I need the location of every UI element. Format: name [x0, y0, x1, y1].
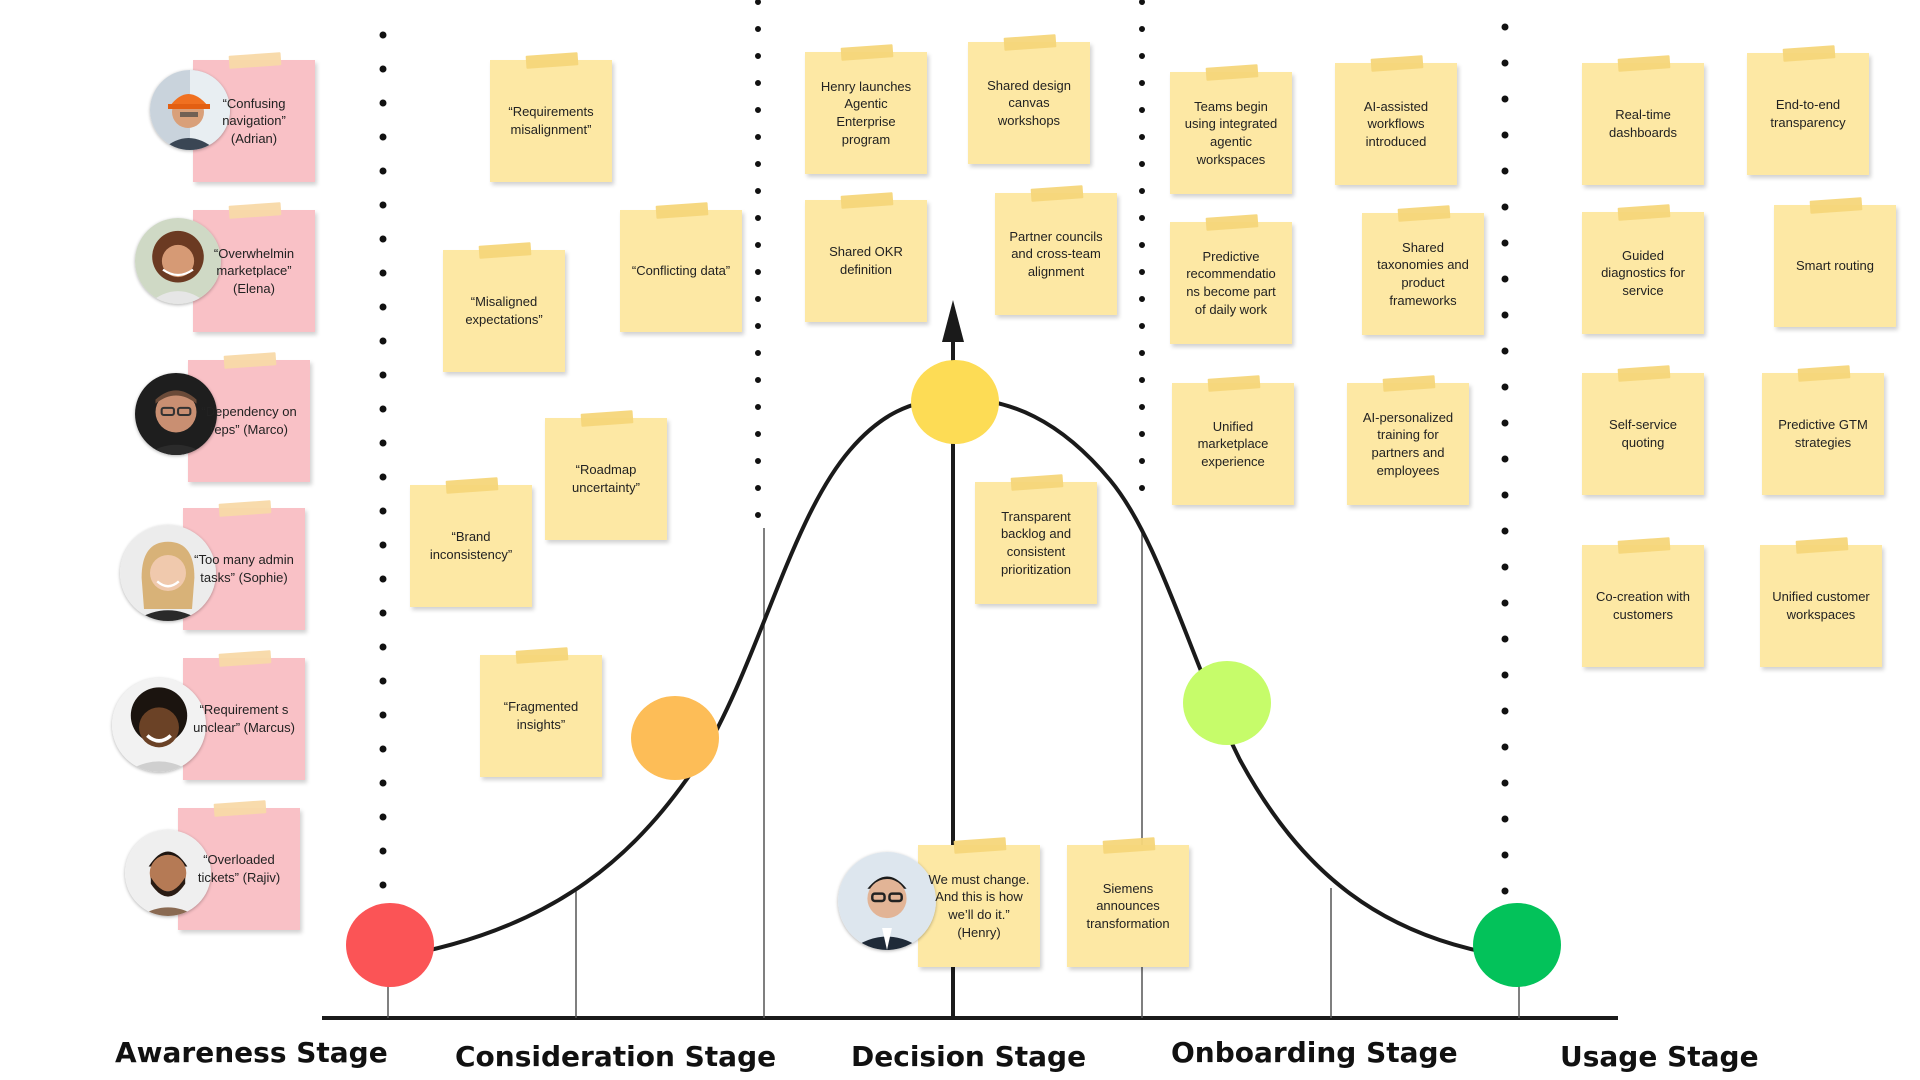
onboarding-note: Unified marketplace experience — [1172, 375, 1294, 505]
consideration-note: “Brand inconsistency” — [410, 477, 532, 607]
onboarding-note: Teams begin using integrated agentic wor… — [1170, 64, 1292, 194]
usage-note: Unified customer workspaces — [1760, 537, 1882, 667]
usage-note: Predictive GTM strategies — [1762, 365, 1884, 495]
persona-quote: “Requirement s unclear” (Marcus) — [193, 702, 295, 735]
onboarding-note: Predictive recommendatio ns become part … — [1170, 214, 1292, 344]
onboarding-dot — [1183, 661, 1271, 745]
usage-dot — [1473, 903, 1561, 987]
usage-note: Smart routing — [1774, 197, 1896, 327]
man-glasses-suit-avatar-icon — [838, 852, 936, 950]
consideration-note: “Fragmented insights” — [480, 647, 602, 777]
stage-label-awareness: Awareness Stage — [115, 1036, 388, 1069]
decision-note-henry-quote: We must change. And this is how we’ll do… — [918, 837, 1040, 967]
persona-quote: “Confusing navigation” (Adrian) — [222, 95, 286, 146]
decision-dot — [911, 360, 999, 444]
persona-quote: “Too many admin tasks” (Sophie) — [194, 552, 294, 585]
man-glasses-avatar-icon — [135, 373, 217, 455]
consideration-note: “Roadmap uncertainty” — [545, 410, 667, 540]
usage-note: Guided diagnostics for service — [1582, 204, 1704, 334]
consideration-note: “Conflicting data” — [620, 202, 742, 332]
onboarding-note: AI-personalized training for partners an… — [1347, 375, 1469, 505]
stage-label-onboarding: Onboarding Stage — [1171, 1036, 1458, 1069]
onboarding-note: Shared taxonomies and product frameworks — [1362, 205, 1484, 335]
persona-note-marcus: “Requirement s unclear” (Marcus) — [183, 650, 305, 780]
consideration-note: “Requirements misalignment” — [490, 52, 612, 182]
persona-quote: “Dependency on reps” (Marco) — [201, 404, 297, 437]
woman-blonde-avatar-icon — [120, 525, 216, 621]
persona-note-sophie: “Too many admin tasks” (Sophie) — [183, 500, 305, 630]
stage-label-decision: Decision Stage — [851, 1040, 1087, 1073]
decision-note: Shared design canvas workshops — [968, 34, 1090, 164]
usage-note: Real-time dashboards — [1582, 55, 1704, 185]
consideration-dot — [631, 696, 719, 780]
decision-note: Siemens announces transformation — [1067, 837, 1189, 967]
consideration-note: “Misaligned expectations” — [443, 242, 565, 372]
persona-note-marco: “Dependency on reps” (Marco) — [188, 352, 310, 482]
center-arrow-head — [942, 300, 964, 342]
woman-curly-hair-avatar-icon — [135, 218, 221, 304]
usage-note: Co-creation with customers — [1582, 537, 1704, 667]
usage-note: Self-service quoting — [1582, 365, 1704, 495]
decision-note: Shared OKR definition — [805, 192, 927, 322]
man-beard-avatar-icon — [125, 830, 211, 916]
persona-note-rajiv: “Overloaded tickets” (Rajiv) — [178, 800, 300, 930]
awareness-dot — [346, 903, 434, 987]
onboarding-note: AI-assisted workflows introduced — [1335, 55, 1457, 185]
man-curly-hair-avatar-icon — [112, 678, 206, 772]
usage-note: End-to-end transparency — [1747, 45, 1869, 175]
decision-note: Transparent backlog and consistent prior… — [975, 474, 1097, 604]
persona-quote: “Overloaded tickets” (Rajiv) — [197, 852, 281, 885]
persona-note-elena: “Overwhelmin marketplace” (Elena) — [193, 202, 315, 332]
persona-quote: “Overwhelmin marketplace” (Elena) — [213, 245, 295, 296]
stage-label-consideration: Consideration Stage — [455, 1040, 777, 1073]
decision-note: Henry launches Agentic Enterprise progra… — [805, 44, 927, 174]
decision-note: Partner councils and cross-team alignmen… — [995, 185, 1117, 315]
stage-label-usage: Usage Stage — [1560, 1040, 1759, 1073]
